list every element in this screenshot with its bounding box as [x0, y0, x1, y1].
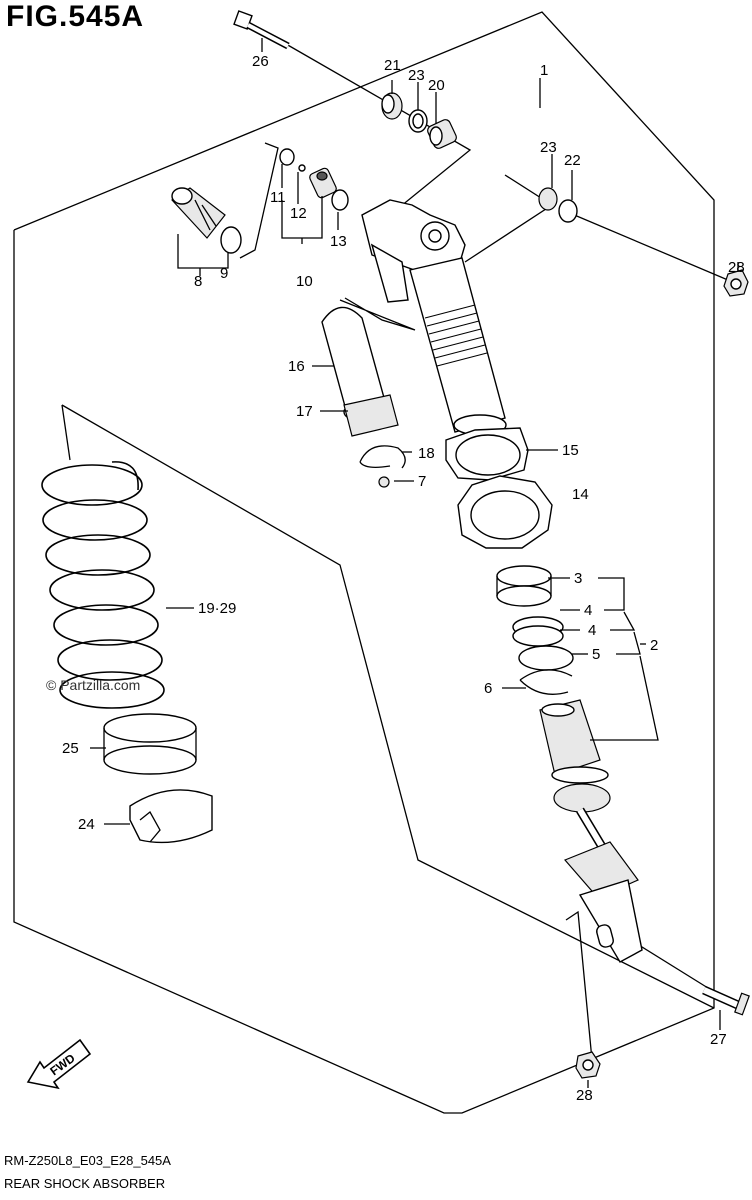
callout-25: 25: [62, 740, 79, 757]
valve-guide-line: [239, 142, 279, 259]
adjuster-nut-15: [445, 427, 529, 481]
callout-9: 9: [220, 265, 228, 282]
callout-17: 17: [296, 403, 313, 420]
callout-7: 7: [418, 473, 426, 490]
reservoir-cap-17: [343, 394, 399, 437]
leader-lines: [90, 38, 739, 1088]
piston-rod-assy-2: [539, 699, 643, 963]
spring-stopper-24: [129, 789, 213, 844]
callout-13: 13: [330, 233, 347, 250]
callout-12: 12: [290, 205, 307, 222]
spring-19-29: [41, 461, 165, 709]
bolt-guide-line-top: [285, 43, 472, 216]
callout-3: 3: [574, 570, 582, 587]
circlip-18: [359, 445, 406, 469]
lock-nut-14: [457, 475, 553, 549]
spring-guide-line: [61, 404, 715, 1009]
o-ring-11: [279, 148, 295, 166]
bearing-20: [427, 119, 457, 149]
model-code: RM-Z250L8_E03_E28_545A: [4, 1153, 171, 1168]
reservoir-guide-line: [339, 297, 416, 331]
callout-18: 18: [418, 445, 435, 462]
nut-28-bottom: [575, 1051, 601, 1079]
figure-title: FIG.545A: [6, 0, 145, 33]
bracket-guide-line: [464, 174, 554, 263]
valve-body-10: [309, 167, 337, 199]
spring-stopper-6: [519, 669, 573, 695]
callout-22: 22: [564, 152, 581, 169]
callout-4a: 4: [584, 602, 592, 619]
callout-26: 26: [252, 53, 269, 70]
callout-23b: 23: [540, 139, 557, 156]
callout-11: 11: [270, 189, 286, 206]
lower-bolt-guide-line: [633, 941, 709, 989]
callout-10: 10: [296, 273, 313, 290]
air-valve-7: [378, 476, 390, 488]
callout-16: 16: [288, 358, 305, 375]
shock-body-1: [361, 199, 507, 436]
spring-guide-25: [103, 713, 197, 775]
callout-23a: 23: [408, 67, 425, 84]
callout-4b: 4: [588, 622, 596, 639]
callout-19-29: 19·29: [198, 600, 236, 617]
callout-15: 15: [562, 442, 579, 459]
collar-3: [496, 565, 552, 607]
watermark: © Partzilla.com: [46, 677, 141, 693]
o-ring-13: [331, 189, 349, 211]
callout-8: 8: [194, 273, 202, 290]
callout-14: 14: [572, 486, 589, 503]
ring-5: [518, 645, 574, 671]
adjuster-8: [171, 187, 226, 239]
bolt-27: [702, 985, 750, 1016]
nut-guide-line: [571, 213, 736, 284]
o-ring-12: [298, 164, 306, 172]
figure-caption: REAR SHOCK ABSORBER: [4, 1176, 166, 1191]
bolt-26: [233, 10, 290, 50]
callout-6: 6: [484, 680, 492, 697]
spring-guide-line-2: [61, 404, 71, 461]
fwd-arrow-icon: FWD: [26, 1038, 92, 1090]
oil-seal-23-right: [538, 187, 558, 211]
oil-seal-23-top: [408, 109, 428, 133]
collar-21: [381, 92, 403, 120]
callout-21: 21: [384, 57, 401, 74]
o-ring-9: [220, 226, 242, 254]
assembly-frame-outline: [13, 11, 715, 1114]
callout-labels: 1 2 3 4 4 5 6 7 8 9 10 11 12 13 14 15 16…: [62, 53, 745, 1104]
callout-2: 2: [650, 637, 658, 654]
callout-1: 1: [540, 62, 548, 79]
callout-28-bottom: 28: [576, 1087, 593, 1104]
callout-24: 24: [78, 816, 95, 833]
nut-28-top: [723, 269, 749, 297]
washer-22: [558, 199, 578, 223]
ring-4-b: [512, 625, 564, 647]
callout-28-top: 28: [728, 259, 745, 276]
callout-27: 27: [710, 1031, 727, 1048]
callout-20: 20: [428, 77, 445, 94]
callout-5: 5: [592, 646, 600, 663]
lower-nut-guide-line: [565, 910, 593, 1061]
